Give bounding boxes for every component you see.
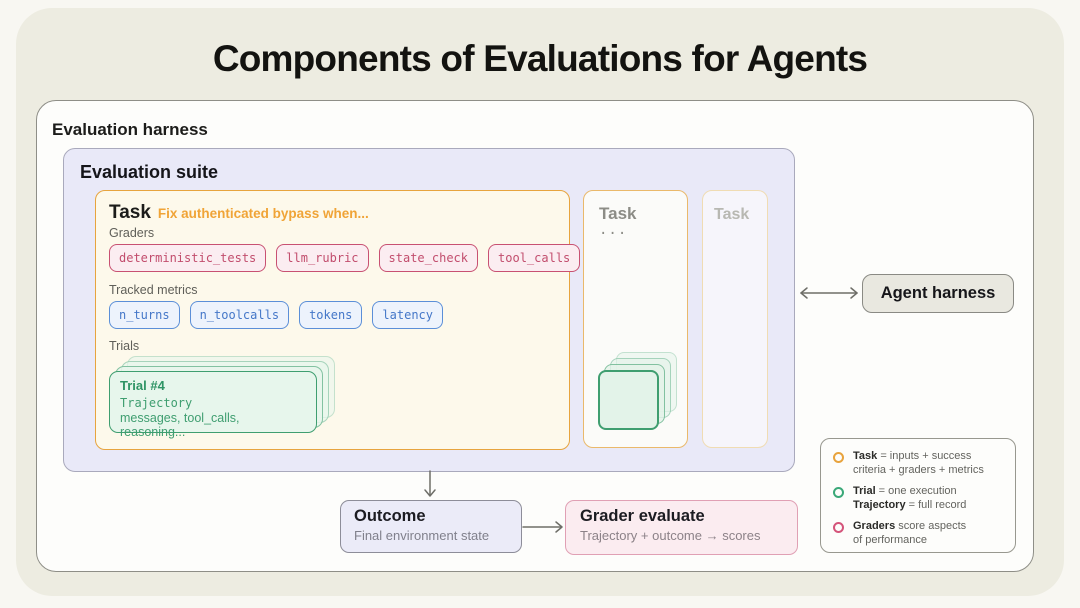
- task-header: Task Fix authenticated bypass when...: [109, 202, 369, 224]
- metric-pill-row: n_turns n_toolcalls tokens latency: [109, 301, 443, 329]
- task-card-detailed: Task Fix authenticated bypass when... Gra…: [95, 190, 581, 450]
- legend-box: Task = inputs + success criteria + grade…: [820, 438, 1016, 553]
- legend-term: Task: [853, 450, 878, 462]
- legend-def: = inputs + success: [877, 450, 972, 462]
- task-card-collapsed: Task ...: [583, 190, 688, 448]
- trial-square: [598, 370, 659, 430]
- legend-def: of performance: [853, 533, 927, 546]
- grader-pill: tool_calls: [488, 244, 581, 272]
- agent-harness-label: Agent harness: [880, 284, 996, 302]
- legend-text: Graders score aspects of performance: [853, 520, 966, 547]
- trial-card-stack: Trial #4 Trajectory messages, tool_calls…: [109, 356, 339, 439]
- task-marker-icon: [833, 452, 844, 463]
- grader-pill: state_check: [378, 244, 479, 272]
- tracked-metrics-label: Tracked metrics: [109, 283, 198, 297]
- metric-pill: n_toolcalls: [189, 301, 290, 329]
- grader-pill-row: deterministic_tests llm_rubric state_che…: [109, 244, 581, 272]
- trial-square-stack: [598, 352, 683, 434]
- graders-label: Graders: [109, 226, 155, 240]
- grader-evaluate-title: Grader evaluate: [580, 507, 705, 525]
- task-title: Task: [109, 202, 151, 223]
- grader-evaluate-subtitle: Trajectory + outcome → scores: [580, 528, 761, 543]
- task-title: Task: [714, 206, 750, 223]
- right-arrow: [522, 521, 563, 533]
- legend-def: = full record: [905, 498, 967, 511]
- legend-term: Graders: [853, 520, 896, 532]
- evaluation-harness-label: Evaluation harness: [52, 120, 208, 139]
- legend-term: Trial: [853, 485, 876, 497]
- grader-pill: deterministic_tests: [109, 244, 267, 272]
- legend-def: = one execution: [875, 485, 957, 497]
- outcome-box: Outcome Final environment state: [340, 500, 522, 553]
- legend-item-trial: Trial = one execution Trajectory = full …: [833, 485, 1003, 512]
- legend-def: score aspects: [895, 520, 967, 532]
- legend-term: Trajectory: [853, 498, 906, 511]
- task-title: Task: [599, 204, 637, 223]
- trial-trajectory-label: Trajectory: [120, 396, 193, 410]
- metric-pill: tokens: [299, 301, 363, 329]
- trial-card: Trial #4 Trajectory messages, tool_calls…: [109, 371, 317, 439]
- trial-marker-icon: [833, 487, 844, 498]
- graders-marker-icon: [833, 522, 844, 533]
- grader-evaluate-box: Grader evaluate Trajectory + outcome → s…: [565, 500, 798, 555]
- legend-text: Task = inputs + success criteria + grade…: [853, 450, 984, 477]
- metric-pill: n_turns: [109, 301, 180, 329]
- down-arrow: [424, 470, 436, 497]
- evaluation-suite-label: Evaluation suite: [80, 162, 219, 182]
- task-card-faded: Task: [702, 190, 768, 448]
- task-ellipsis: ...: [599, 222, 628, 238]
- double-arrow: [800, 287, 858, 299]
- page-title: Components of Evaluations for Agents: [212, 38, 868, 79]
- legend-def: criteria + graders + metrics: [853, 463, 984, 476]
- grader-pill: llm_rubric: [276, 244, 369, 272]
- outcome-title: Outcome: [354, 507, 426, 525]
- legend-item-graders: Graders score aspects of performance: [833, 520, 1003, 547]
- outcome-subtitle: Final environment state: [354, 528, 490, 543]
- agent-harness-box: Agent harness: [862, 274, 1014, 313]
- trials-label: Trials: [109, 339, 140, 353]
- legend-item-task: Task = inputs + success criteria + grade…: [833, 450, 1003, 477]
- task-subtitle: Fix authenticated bypass when...: [157, 206, 369, 221]
- trial-description: messages, tool_calls, reasoning...: [120, 411, 240, 439]
- legend-text: Trial = one execution Trajectory = full …: [853, 485, 966, 512]
- metric-pill: latency: [372, 301, 443, 329]
- trial-title: Trial #4: [120, 378, 165, 393]
